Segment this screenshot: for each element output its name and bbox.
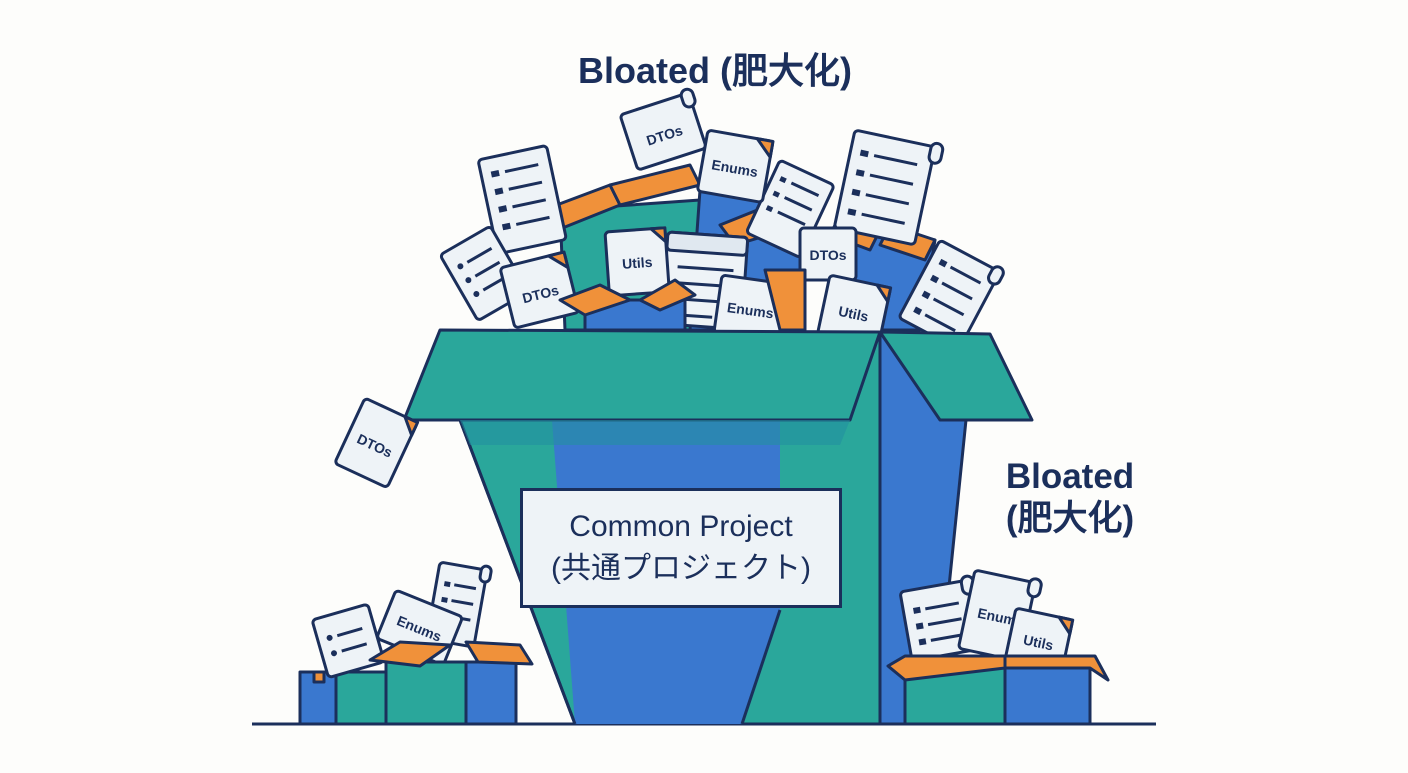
list-document: [833, 129, 945, 246]
inner-box-tall-orange: [763, 268, 807, 332]
left-box-cluster: Enums: [298, 561, 534, 726]
right-box-side: [1003, 666, 1092, 726]
common-project-line2: (共通プロジェクト): [551, 552, 811, 585]
list-document: [439, 225, 529, 321]
main-box-flap-right: [878, 330, 1034, 422]
small-box-tape: [312, 670, 326, 684]
doc-label: Utils: [622, 254, 654, 272]
doc-utils: Utils: [816, 274, 893, 348]
main-box-edge: [458, 419, 577, 725]
inner-box-flap-orange-2: [608, 163, 702, 207]
overflowing-documents: DTOs Enums DTOs Utils DTOs Enums: [439, 87, 1005, 350]
doc-dtos: DTOs: [499, 250, 580, 329]
small-box-flap: [368, 640, 452, 668]
small-box-side: [464, 660, 518, 726]
title-side-line2: (肥大化): [1005, 499, 1135, 538]
common-project-label: Common Project (共通プロジェクト): [520, 488, 842, 608]
title-bloated-top: Bloated (肥大化): [578, 50, 852, 91]
doc-label: Utils: [1022, 631, 1055, 653]
main-box-flap-left: [402, 328, 882, 422]
right-box-flap: [1003, 654, 1110, 682]
doc-dtos-falling: DTOs: [334, 397, 420, 488]
main-box-edge: [740, 609, 782, 725]
inner-box-small-flap: [558, 283, 632, 317]
inner-box-small-flap: [638, 278, 697, 312]
common-project-line1: Common Project: [569, 510, 793, 543]
doc-label: Enum: [976, 605, 1017, 629]
right-box-cluster: Enum Utils: [886, 569, 1110, 726]
doc-label: Utils: [837, 303, 870, 325]
doc-utils: Utils: [603, 226, 671, 298]
doc-dtos: DTOs: [798, 226, 858, 282]
list-document: [477, 144, 568, 255]
doc-label: DTOs: [809, 247, 846, 263]
title-side-line1: Bloated: [1005, 457, 1135, 496]
doc-dtos: DTOs: [619, 87, 707, 171]
doc-enums: Enums: [696, 129, 775, 204]
small-box-teal: [334, 670, 388, 726]
list-document: [311, 603, 385, 679]
small-box-flap: [464, 640, 534, 666]
doc-label: Enums: [726, 299, 775, 321]
main-box-flap-shadow: [460, 420, 850, 445]
title-bloated-side: Bloated (肥大化): [985, 456, 1155, 540]
